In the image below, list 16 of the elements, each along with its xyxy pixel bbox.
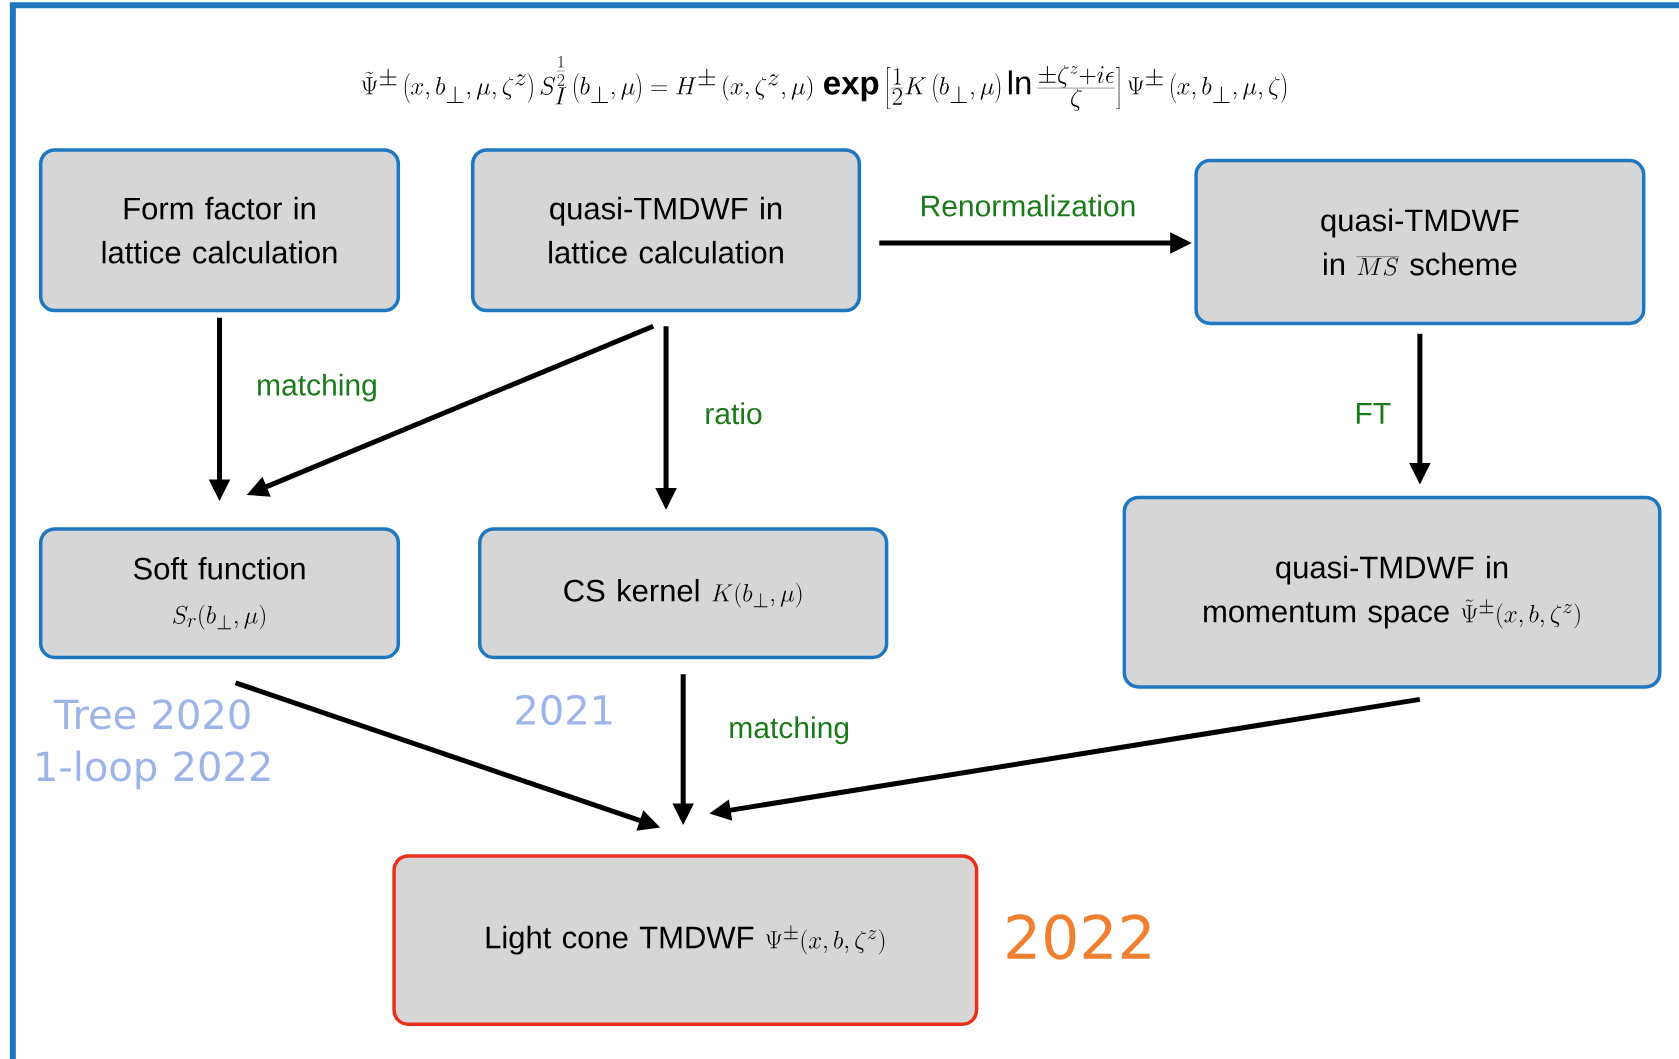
process-box: quasi-TMDWF in $\overline{MS}$ scheme bbox=[1194, 158, 1646, 326]
process-box: Light cone TMDWF $\Psi^{\pm}(x,b,\zeta^z)$ bbox=[392, 854, 979, 1026]
equation: $\tilde{\Psi}^{\pm}\left(x,b_\perp,\mu,\zeta^z\right) S_I^{\frac{1}{2}}\left(b_\perp,\mu\right) = H^{\pm}\left(x,\zeta^z,\mu\right)\,\mathbf{exp}\left[\frac{1}{2}K\left(b_\perp,\mu\right)\ln\frac{\pm\zeta^z+i\epsilon}{\zeta}\right]\Psi^{\pm}\left(x,b_\perp,\mu,\zeta\right)$ bbox=[361, 55, 1287, 112]
year-label: 2021 bbox=[516, 694, 612, 726]
edge-label: ratio bbox=[706, 402, 762, 425]
process-box: CS kernel $K(b_\perp,\mu)$ bbox=[477, 527, 889, 660]
process-box: quasi-TMDWF in lattice calculation bbox=[471, 148, 862, 313]
edge-label: FT bbox=[1356, 403, 1391, 424]
edge-label: matching bbox=[258, 373, 376, 402]
process-box: quasi-TMDWF in momentum space $\tilde{\Psi}^{\pm}(x,b,\zeta^z)$ bbox=[1122, 495, 1662, 689]
year-label: Tree 2020 1-loop 2022 bbox=[37, 699, 270, 790]
edge-label: Renormalization bbox=[922, 194, 1135, 217]
edge-label: matching bbox=[730, 716, 849, 745]
process-box: Form factor in lattice calculation bbox=[38, 148, 401, 313]
process-box: Soft function $S_r(b_\perp,\mu)$ bbox=[38, 527, 401, 660]
year-label: 2022 bbox=[1007, 914, 1150, 960]
